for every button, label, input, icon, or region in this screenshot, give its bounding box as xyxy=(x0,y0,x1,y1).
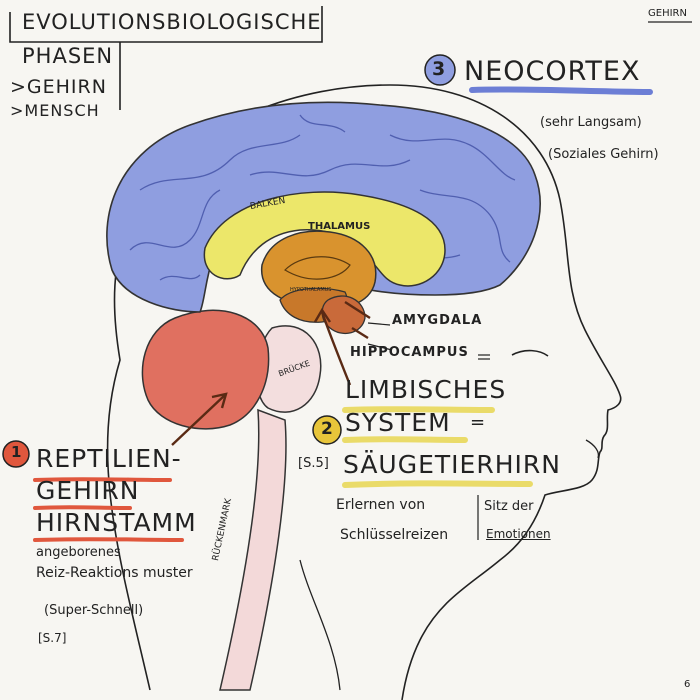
limbic-number: 2 xyxy=(321,419,333,439)
reptile-ref: [S.7] xyxy=(38,631,67,645)
reptile-underline-1 xyxy=(33,477,172,482)
reptile-number: 1 xyxy=(11,443,22,461)
reptile-note-2: Reiz-Reaktions muster xyxy=(36,565,193,581)
circle-2 xyxy=(312,415,342,445)
neocortex-title: NEOCORTEX xyxy=(464,56,641,87)
reptile-note-1: angeborenes xyxy=(36,545,121,560)
limbic-title-3: SÄUGETIERHIRN xyxy=(343,450,561,479)
reptile-underline-3 xyxy=(33,537,184,542)
page-number: 6 xyxy=(684,679,691,690)
title-frame xyxy=(9,6,323,110)
thalamus-label: THALAMUS xyxy=(308,221,371,232)
limbic-title-2: SYSTEM xyxy=(345,408,451,437)
reptile-title-3: HIRNSTAMM xyxy=(36,508,197,537)
title-line-2: PHASEN xyxy=(22,44,114,68)
hypothalamus-label: HYPOTHALAMUS xyxy=(290,287,332,293)
thalamus-inner-line xyxy=(284,256,351,280)
neocortex-note-2: (Soziales Gehirn) xyxy=(548,147,659,162)
limbic-note-right-2: Emotionen xyxy=(486,527,551,541)
circle-1 xyxy=(2,440,30,468)
balken-shape xyxy=(203,191,446,287)
reptile-title-2: GEHIRN xyxy=(36,476,140,505)
reptile-title-1: REPTILIEN- xyxy=(36,444,182,473)
limbic-note-right-1: Sitz der xyxy=(484,499,534,514)
corner-tag: GEHIRN xyxy=(648,8,687,19)
limbic-note-left-2: Schlüsselreizen xyxy=(340,527,449,543)
neocortex-number: 3 xyxy=(432,58,446,80)
reptile-note-3: (Super-Schnell) xyxy=(44,603,144,618)
hippocampus-label: HIPPOCAMPUS xyxy=(350,345,469,360)
neocortex-note-1: (sehr Langsam) xyxy=(540,115,642,130)
label-connectors xyxy=(367,322,490,360)
nose-detail xyxy=(585,439,600,459)
limbic-underline-1 xyxy=(342,406,495,413)
reptile-underline-2 xyxy=(33,505,132,510)
neck-line xyxy=(299,559,341,691)
limbic-underline-2 xyxy=(342,436,468,443)
eye-outline xyxy=(511,349,549,357)
limbic-equals: = xyxy=(470,412,486,433)
title-line-1: EVOLUTIONSBIOLOGISCHE xyxy=(22,10,322,34)
amygdala-label: AMYGDALA xyxy=(392,313,483,328)
neocortex-underline xyxy=(469,86,653,95)
spinal-cord-shape xyxy=(219,408,287,691)
limbic-title-1: LIMBISCHES xyxy=(345,375,507,404)
limbic-ref: [S.5] xyxy=(298,456,329,471)
cerebellum-shape xyxy=(141,309,270,430)
title-line-4: >MENSCH xyxy=(10,101,100,120)
title-line-3: >GEHIRN xyxy=(10,76,107,98)
limbic-underline-3 xyxy=(342,480,533,488)
pointer-arrows xyxy=(171,300,371,446)
limbic-note-left-1: Erlernen von xyxy=(336,497,426,513)
circle-3 xyxy=(424,54,456,86)
